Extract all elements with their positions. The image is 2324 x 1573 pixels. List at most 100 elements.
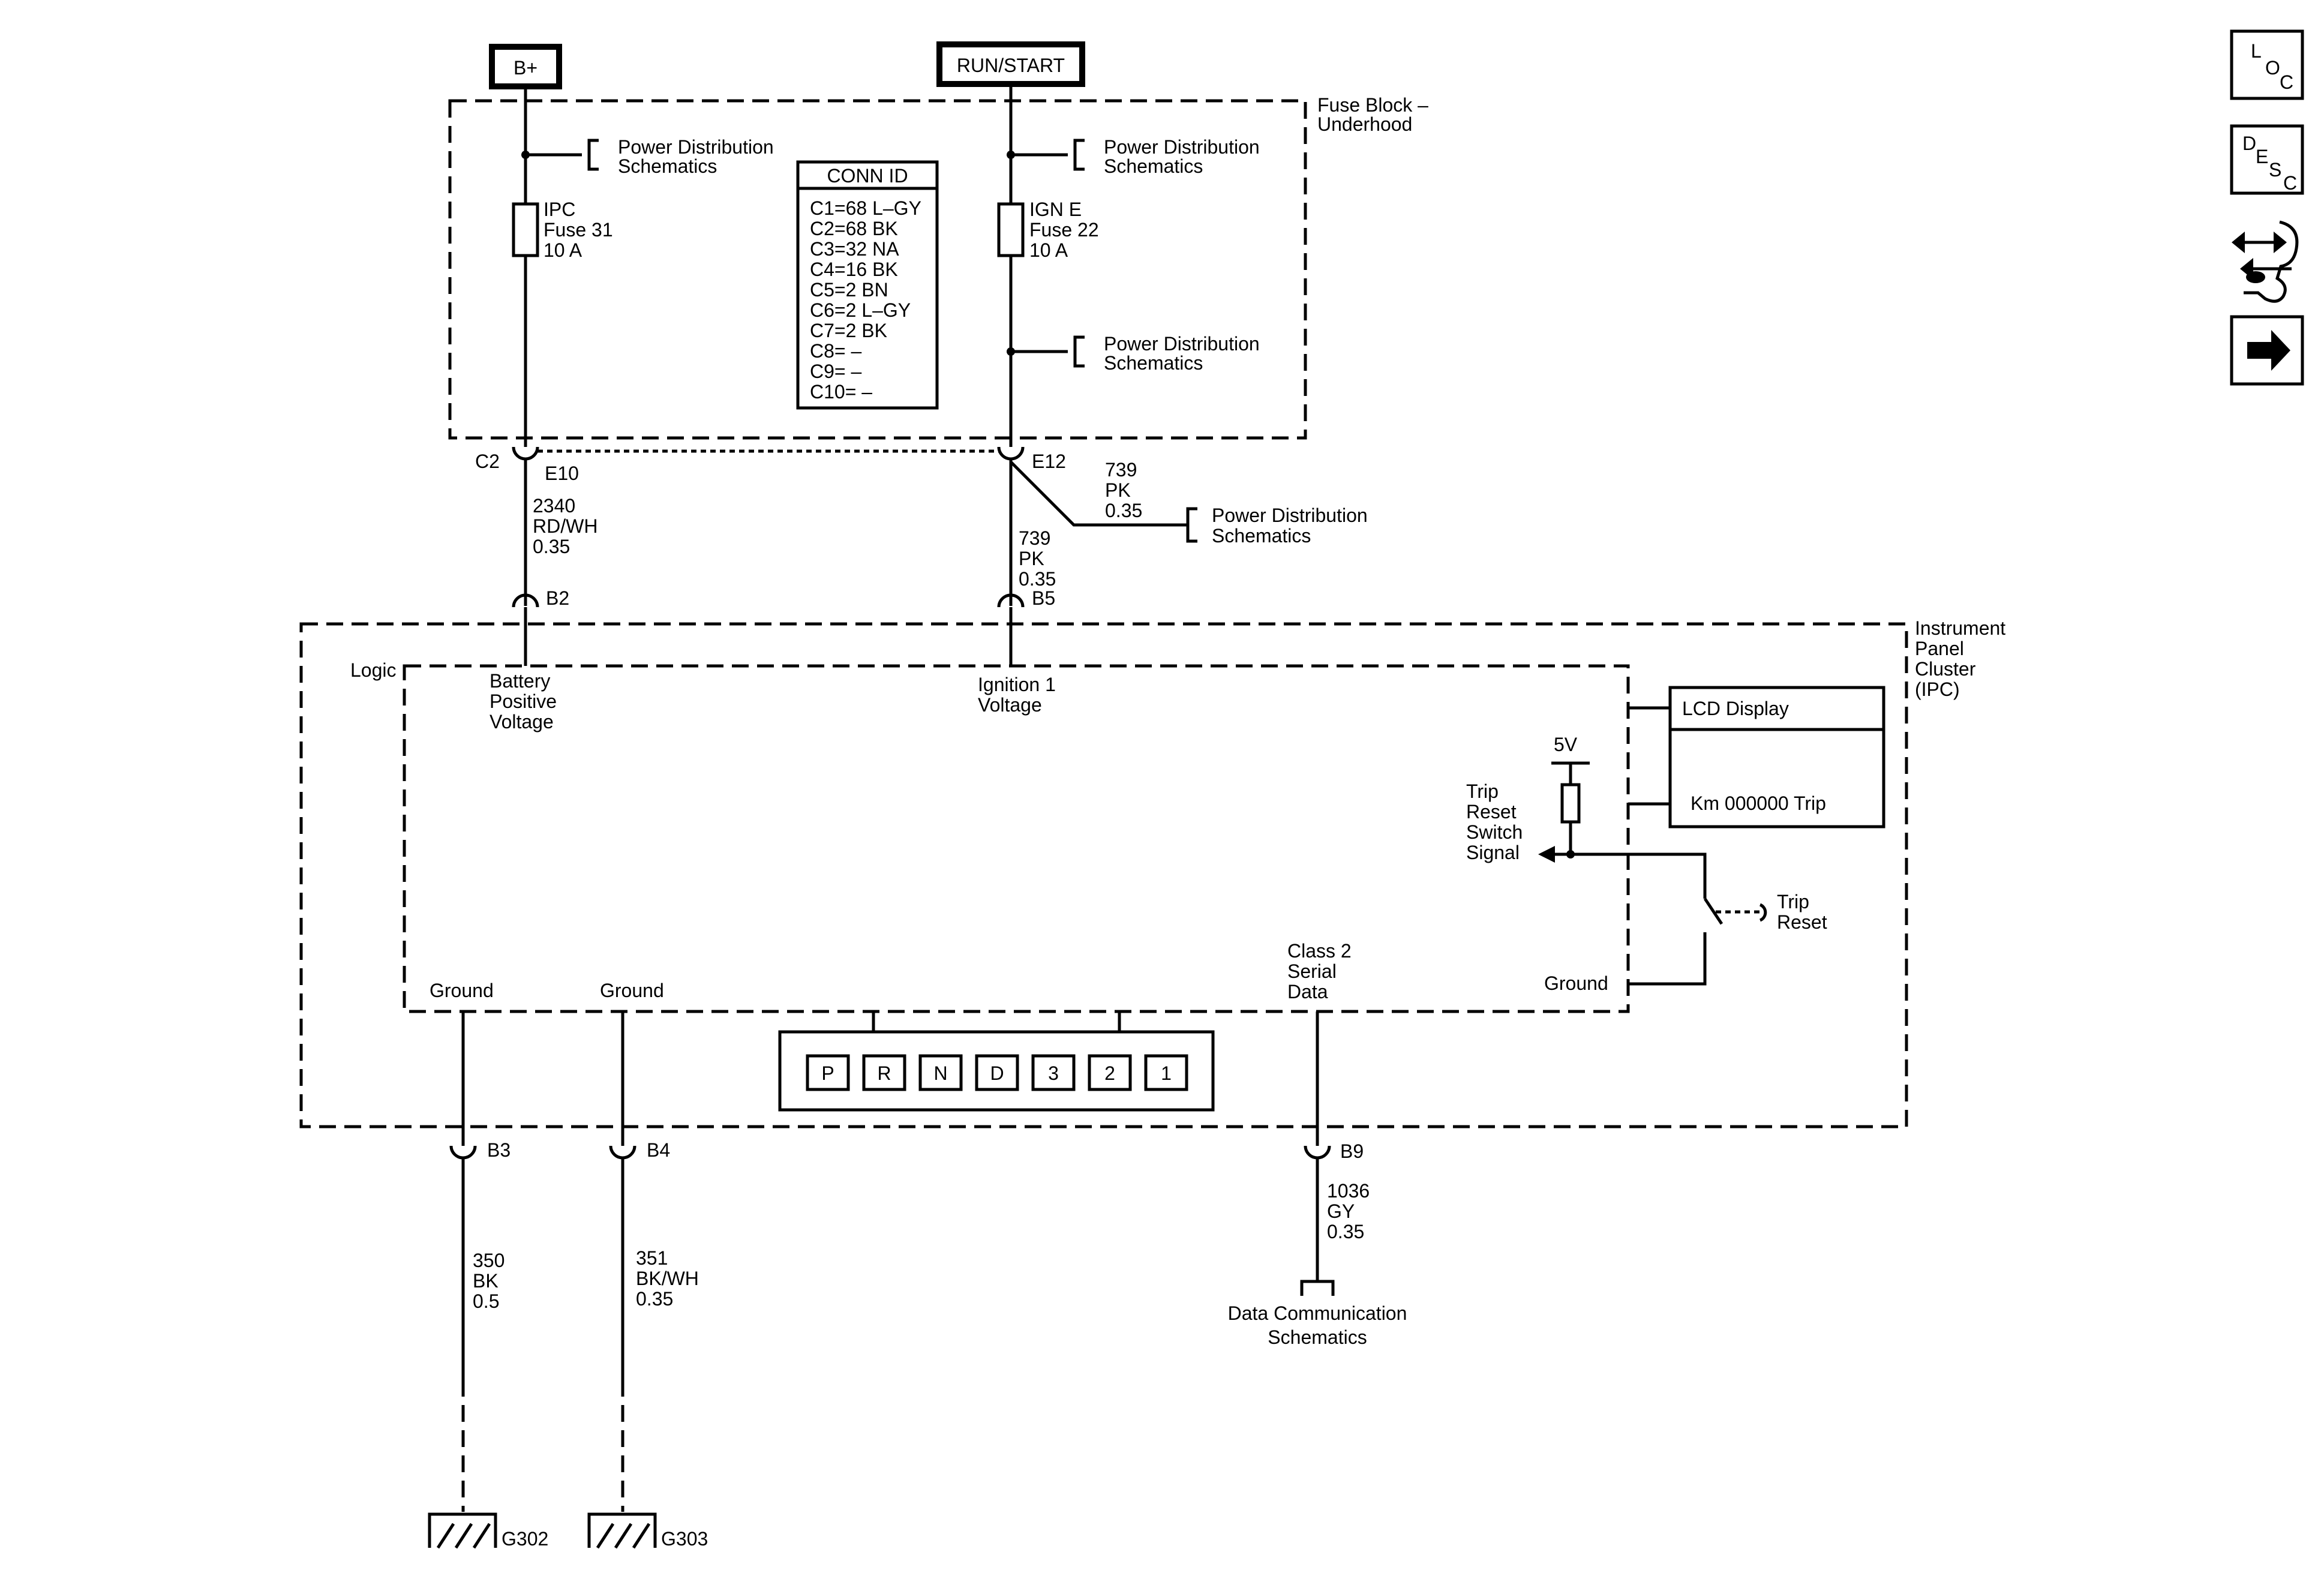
wire-739-circuit: 739	[1019, 527, 1050, 549]
prnd-indicator: P R N D 3 2 1	[778, 1011, 1215, 1112]
ipc-title-4: (IPC)	[1915, 679, 1960, 700]
pd-label-3a: Power Distribution	[1104, 333, 1260, 355]
wire-739-color: PK	[1019, 548, 1044, 569]
ignition-voltage-label-1: Ignition 1	[978, 674, 1056, 695]
fuse-ipc-number: Fuse 31	[544, 219, 613, 241]
wrench-arrows-icon[interactable]	[2232, 220, 2299, 303]
prnd-cell: 1	[1144, 1054, 1188, 1091]
prnd-cell: P	[806, 1054, 850, 1091]
pd-bracket	[587, 139, 599, 171]
svg-text:2: 2	[1104, 1062, 1115, 1084]
prnd-cell: 3	[1031, 1054, 1076, 1091]
desc-letter: D	[2242, 133, 2256, 154]
ipc-outline	[299, 622, 1908, 1128]
prnd-cell: D	[975, 1054, 1019, 1091]
svg-text:1: 1	[1161, 1062, 1172, 1084]
trip-signal-label-2: Reset	[1466, 801, 1517, 822]
battery-voltage-label-1: Battery	[490, 670, 550, 692]
wire-739-branch-size: 0.35	[1105, 500, 1142, 521]
connector-b5-label: B5	[1032, 587, 1055, 609]
ignition-voltage-label-2: Voltage	[978, 694, 1042, 716]
conn-id-row: C10= –	[810, 381, 872, 403]
ipc-title-3: Cluster	[1915, 658, 1976, 680]
ground-symbol-g302: G302	[428, 1512, 548, 1550]
data-comm-bracket	[1300, 1280, 1335, 1296]
battery-source: B+	[489, 44, 562, 89]
battery-voltage-label-2: Positive	[490, 691, 557, 712]
ground-symbol-g303: G303	[587, 1512, 708, 1550]
arrow-right-icon	[2247, 330, 2290, 371]
connector-e12	[997, 446, 1025, 461]
wire-739-branch-color: PK	[1105, 479, 1131, 501]
fuse-ipc-rating: 10 A	[544, 239, 582, 261]
conn-id-table: CONN ID C1=68 L–GY C2=68 BK C3=32 NA C4=…	[796, 160, 939, 410]
fuse-ign-name: IGN E	[1029, 199, 1082, 220]
wire-2340-circuit: 2340	[533, 495, 575, 517]
desc-letter: E	[2256, 146, 2268, 167]
five-volt-label: 5V	[1554, 734, 1578, 755]
conn-id-row: C8= –	[810, 340, 861, 362]
connector-e10	[512, 446, 539, 461]
pd-label-2a: Power Distribution	[1104, 136, 1260, 158]
wire-351-circuit: 351	[636, 1247, 668, 1269]
g303-label: G303	[661, 1528, 708, 1550]
class2-label-3: Data	[1287, 981, 1328, 1002]
desc-letter: S	[2269, 159, 2281, 181]
pd-label-4b: Schematics	[1212, 525, 1311, 547]
trip-reset-label-1: Trip	[1777, 891, 1809, 912]
next-arrow-button[interactable]	[2230, 315, 2304, 386]
wire-1036-circuit: 1036	[1327, 1180, 1370, 1202]
svg-text:3: 3	[1048, 1062, 1059, 1084]
fuse-ipc-symbol	[512, 202, 539, 257]
prnd-cell: N	[918, 1054, 963, 1091]
wire-350-size: 0.5	[473, 1290, 499, 1312]
wire-739-branch-circuit: 739	[1105, 459, 1137, 481]
conn-id-title: CONN ID	[827, 165, 908, 187]
wire-350-circuit: 350	[473, 1250, 505, 1271]
wire-350-color: BK	[473, 1270, 499, 1292]
desc-button[interactable]: D E S C	[2230, 124, 2304, 195]
wire-739-size: 0.35	[1019, 568, 1056, 590]
trip-signal-label-1: Trip	[1466, 781, 1499, 802]
connector-b4	[609, 1145, 636, 1160]
run-start-source: RUN/START	[936, 41, 1085, 87]
logic-label: Logic	[350, 659, 397, 681]
class2-label-1: Class 2	[1287, 940, 1352, 962]
loc-button[interactable]: L O C	[2230, 29, 2304, 100]
connector-e10-label: E10	[545, 463, 579, 484]
conn-id-row: C2=68 BK	[810, 218, 898, 239]
conn-id-row: C4=16 BK	[810, 259, 898, 280]
fuse-block-title-1: Fuse Block –	[1317, 94, 1428, 116]
conn-id-row: C1=68 L–GY	[810, 197, 921, 219]
wire-739-branch	[1010, 461, 1188, 527]
desc-letter: C	[2283, 172, 2297, 194]
conn-id-row: C7=2 BK	[810, 320, 887, 341]
pd-label-1b: Schematics	[618, 155, 717, 177]
connector-b3	[449, 1145, 477, 1160]
trip-signal-label-4: Signal	[1466, 842, 1520, 863]
loc-letter: O	[2265, 57, 2280, 79]
ground-label-2: Ground	[600, 980, 664, 1001]
conn-id-row: C9= –	[810, 361, 861, 382]
fuse-ign-number: Fuse 22	[1029, 219, 1099, 241]
switch-ground-label: Ground	[1544, 972, 1608, 994]
lcd-display-text: Km 000000 Trip	[1691, 792, 1826, 814]
logic-outline	[403, 664, 1630, 1013]
connector-b9	[1304, 1145, 1331, 1160]
connector-b2	[512, 593, 539, 608]
connector-c2-label: C2	[475, 451, 500, 472]
connector-b3-label: B3	[487, 1139, 511, 1161]
pd-bracket	[1186, 507, 1197, 543]
ipc-title-2: Panel	[1915, 638, 1964, 659]
wire-1036-size: 0.35	[1327, 1221, 1364, 1242]
wire-351-color: BK/WH	[636, 1268, 699, 1289]
pd-label-3b: Schematics	[1104, 352, 1203, 374]
switch-ground-wire	[1628, 932, 1707, 986]
pd-bracket	[1073, 139, 1085, 171]
switch-pushbutton	[1759, 903, 1767, 922]
battery-voltage-label-3: Voltage	[490, 711, 554, 733]
conn-id-row: C5=2 BN	[810, 279, 888, 301]
battery-source-label: B+	[514, 57, 538, 79]
svg-text:N: N	[933, 1062, 947, 1084]
fuse-ign-rating: 10 A	[1029, 239, 1068, 261]
